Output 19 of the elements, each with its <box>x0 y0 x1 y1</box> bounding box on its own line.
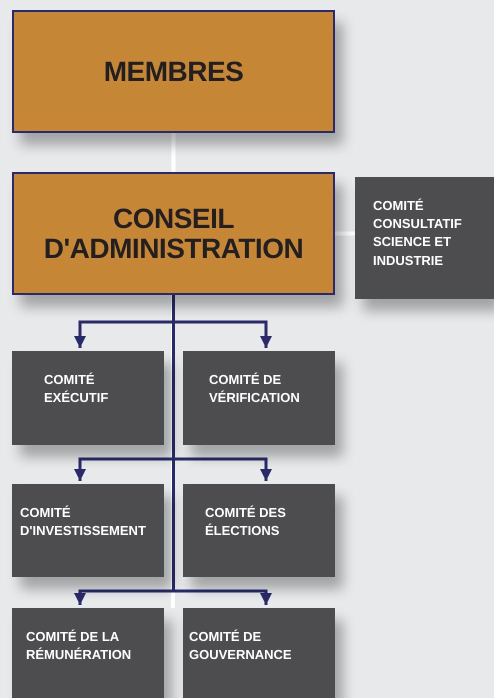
committee-box <box>183 484 335 577</box>
box-label: MEMBRES <box>104 56 244 86</box>
board-box <box>12 172 335 295</box>
box-label: COMITÉ DE GOUVERNANCE <box>189 628 293 664</box>
box-label: COMITÉ DE LA RÉMUNÉRATION <box>26 628 132 664</box>
committee-box <box>355 177 494 299</box>
committee-box <box>183 608 335 698</box>
committee-box <box>12 608 164 698</box>
board-box <box>12 10 335 133</box>
committee-box <box>12 351 164 445</box>
box-label: COMITÉ CONSULTATIF SCIENCE ET INDUSTRIE <box>373 197 463 270</box>
box-label: COMITÉ EXÉCUTIF <box>44 371 110 408</box>
box-label: COMITÉ D'INVESTISSEMENT <box>20 504 147 540</box>
box-label: COMITÉ DE VÉRIFICATION <box>209 371 301 408</box>
arrow <box>172 295 272 605</box>
committee-box <box>183 351 335 445</box>
box-label: COMITÉ DES ÉLECTIONS <box>205 504 287 540</box>
box-label: CONSEIL D'ADMINISTRATION <box>42 204 304 263</box>
committee-box <box>12 484 164 577</box>
